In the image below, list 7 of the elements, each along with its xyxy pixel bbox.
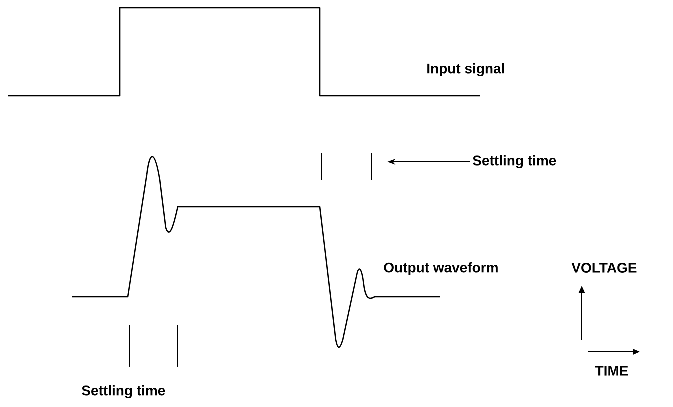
- annotation-text: Input signal: [428, 63, 504, 77]
- annotation-text: VOLTAGE: [572, 263, 637, 273]
- tick-marks: [322, 153, 372, 180]
- annotation-text: Settling time: [473, 155, 556, 169]
- annotation-text: Settling time: [82, 385, 166, 399]
- annotation-text: TIME: [595, 366, 628, 376]
- annotation-text: Output waveform: [384, 262, 498, 276]
